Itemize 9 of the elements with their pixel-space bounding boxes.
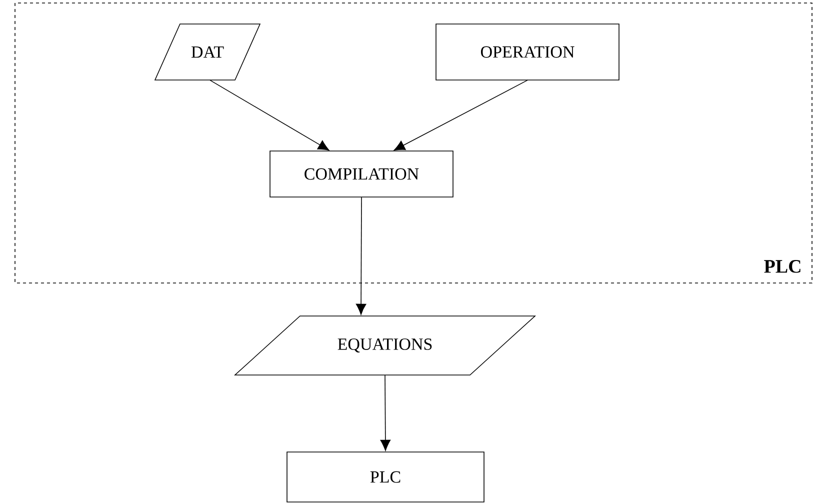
process-box: PLC <box>286 452 484 502</box>
process-box: COMPILATION <box>270 150 454 198</box>
group-label: PLC <box>764 260 800 273</box>
arrow <box>380 374 391 451</box>
dashed-group-box <box>14 2 812 284</box>
process-box: OPERATION <box>436 24 620 80</box>
arrow <box>210 80 330 151</box>
arrow <box>356 196 366 315</box>
arrow <box>394 80 528 151</box>
